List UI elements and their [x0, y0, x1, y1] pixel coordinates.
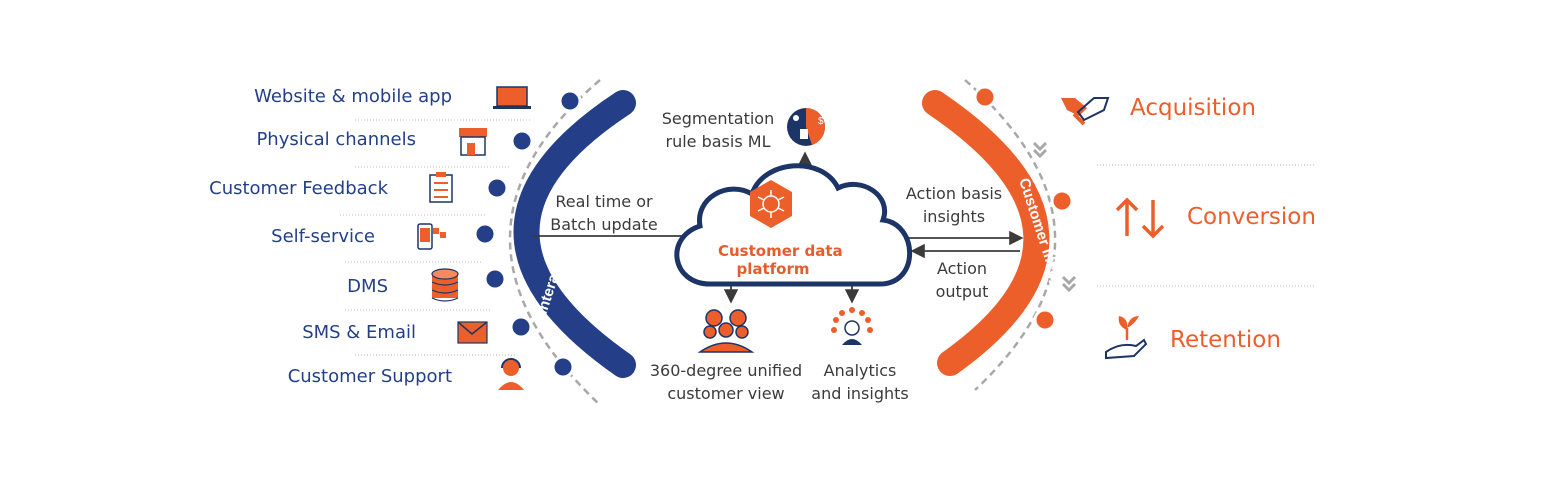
action-output-line2: output [935, 282, 989, 301]
laptop-icon [493, 86, 531, 109]
action-basis-line1: Action basis [905, 184, 1003, 203]
channel-dots [473, 89, 582, 379]
channel-physical-label: Physical channels [256, 129, 416, 150]
unified-line2: customer view [667, 384, 785, 403]
analytics-person-icon [831, 307, 873, 345]
hexagon-network-icon [750, 180, 792, 228]
envelope-icon [457, 321, 488, 344]
analytics-line2: and insights [811, 384, 909, 403]
interaction-channels-arc [513, 90, 636, 378]
lifecycle-acquisition-label: Acquisition [1130, 95, 1256, 121]
realtime-line1: Real time or [555, 192, 653, 211]
lifecycle-retention-label: Retention [1170, 327, 1281, 353]
channel-dms-label: DMS [347, 276, 388, 297]
support-agent-icon [498, 358, 524, 390]
segmentation-icon: $ [787, 108, 825, 146]
lifecycle-conversion-label: Conversion [1187, 204, 1316, 230]
action-output-label: Action output [920, 257, 1004, 303]
action-basis-label: Action basis insights [898, 182, 1010, 228]
segmentation-line1: Segmentation [661, 109, 775, 128]
database-icon [431, 268, 459, 302]
channel-support-label: Customer Support [287, 366, 452, 387]
self-service-phone-icon [417, 223, 446, 250]
realtime-line2: Batch update [550, 215, 658, 234]
storefront-icon [459, 128, 487, 156]
channel-self-service-label: Self-service [271, 226, 375, 247]
action-basis-line2: insights [922, 207, 986, 226]
action-output-line1: Action [936, 259, 988, 278]
customer-lifecycle-arc [922, 90, 1050, 376]
lifecycle-dots [973, 85, 1074, 332]
cloud-title-line2: platform [736, 260, 810, 278]
unified-line1: 360-degree unified [649, 361, 803, 380]
channel-feedback-label: Customer Feedback [209, 178, 388, 199]
channel-separators [340, 119, 1315, 356]
analytics-label: Analytics and insights [806, 359, 914, 405]
realtime-label: Real time or Batch update [548, 190, 660, 236]
lifecycle-chevrons [1032, 141, 1077, 293]
unified-view-label: 360-degree unified customer view [646, 359, 806, 405]
feedback-clipboard-icon [429, 172, 453, 203]
cloud-shape [674, 163, 913, 287]
right-dashed-arc [964, 79, 1057, 391]
cloud-title-line1: Customer data [718, 242, 843, 260]
customer-group-icon [697, 309, 755, 353]
up-down-arrows-icon [1115, 197, 1165, 239]
analytics-line1: Analytics [823, 361, 897, 380]
handshake-icon [1061, 97, 1110, 126]
cloud-title: Customer data platform [718, 242, 843, 278]
segmentation-label: Segmentation rule basis ML [660, 107, 776, 153]
segmentation-line2: rule basis ML [665, 132, 771, 151]
channel-sms-email-label: SMS & Email [302, 322, 416, 343]
plant-hand-icon [1105, 316, 1148, 360]
channel-website-label: Website & mobile app [254, 86, 452, 107]
svg-text:$: $ [818, 116, 824, 127]
